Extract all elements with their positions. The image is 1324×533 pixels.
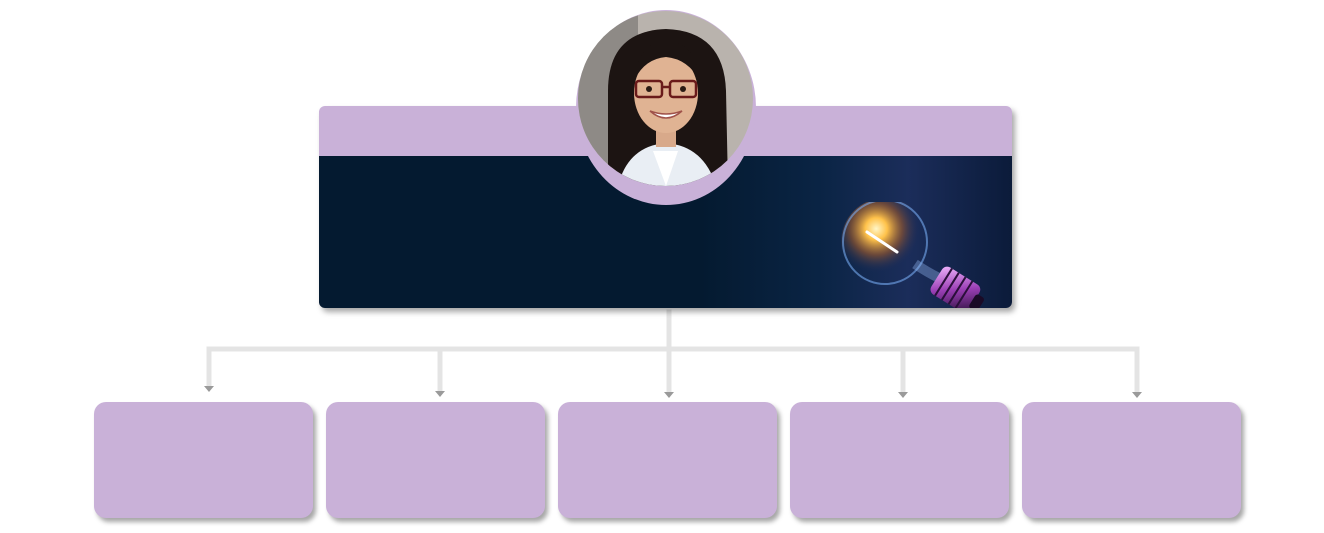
child-box-5 bbox=[1022, 402, 1241, 518]
child-box-2 bbox=[326, 402, 545, 518]
child-box-4 bbox=[790, 402, 1009, 518]
child-box-1 bbox=[94, 402, 313, 518]
person-avatar bbox=[578, 11, 753, 186]
lightbulb-icon bbox=[841, 202, 984, 308]
child-box-3 bbox=[558, 402, 777, 518]
